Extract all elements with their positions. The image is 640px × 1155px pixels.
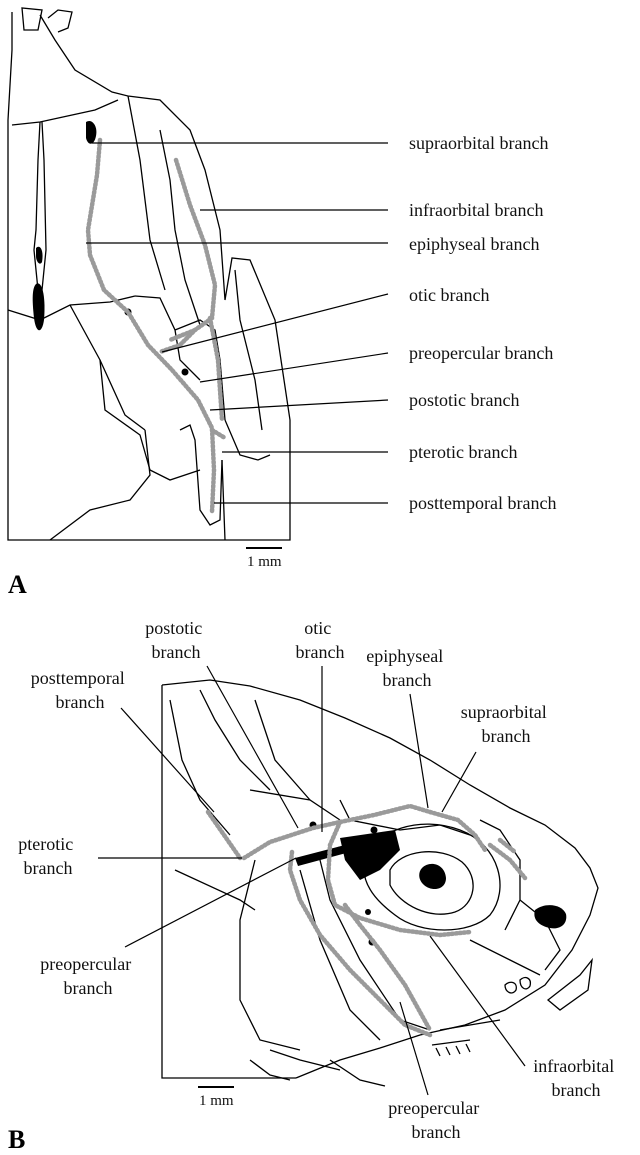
label-a-supraorbital: supraorbital branch: [409, 133, 548, 153]
label-b-infraorbital: infraorbital branch: [533, 1056, 618, 1100]
label-b-supraorbital: supraorbital branch: [461, 702, 551, 746]
panel-a-labels: supraorbital branch infraorbital branch …: [409, 133, 556, 513]
label-b-pterotic: pterotic branch: [18, 834, 77, 878]
panel-b-drawing: [162, 680, 598, 1086]
label-b-preopercular-left: preopercular branch: [40, 954, 135, 998]
panel-b-letter: B: [8, 1125, 25, 1154]
label-a-infraorbital: infraorbital branch: [409, 200, 543, 220]
panel-a-scale-label: 1 mm: [247, 554, 282, 570]
panel-b-scale-label: 1 mm: [199, 1093, 234, 1109]
label-a-epiphyseal: epiphyseal branch: [409, 234, 539, 254]
label-b-otic: otic branch: [296, 618, 345, 662]
label-b-preopercular-bottom: preopercular branch: [388, 1098, 483, 1142]
panel-b-labels: postotic branch otic branch epiphyseal b…: [18, 618, 618, 1142]
label-a-pterotic: pterotic branch: [409, 442, 517, 462]
label-b-postotic: postotic branch: [145, 618, 207, 662]
label-a-posttemporal: posttemporal branch: [409, 493, 556, 513]
label-a-otic: otic branch: [409, 285, 489, 305]
label-a-preopercular: preopercular branch: [409, 343, 553, 363]
label-a-postotic: postotic branch: [409, 390, 519, 410]
panel-a-letter: A: [8, 570, 27, 599]
label-b-posttemporal: posttemporal branch: [31, 668, 129, 712]
panel-a-drawing: [8, 8, 290, 540]
label-b-epiphyseal: epiphyseal branch: [366, 646, 447, 690]
